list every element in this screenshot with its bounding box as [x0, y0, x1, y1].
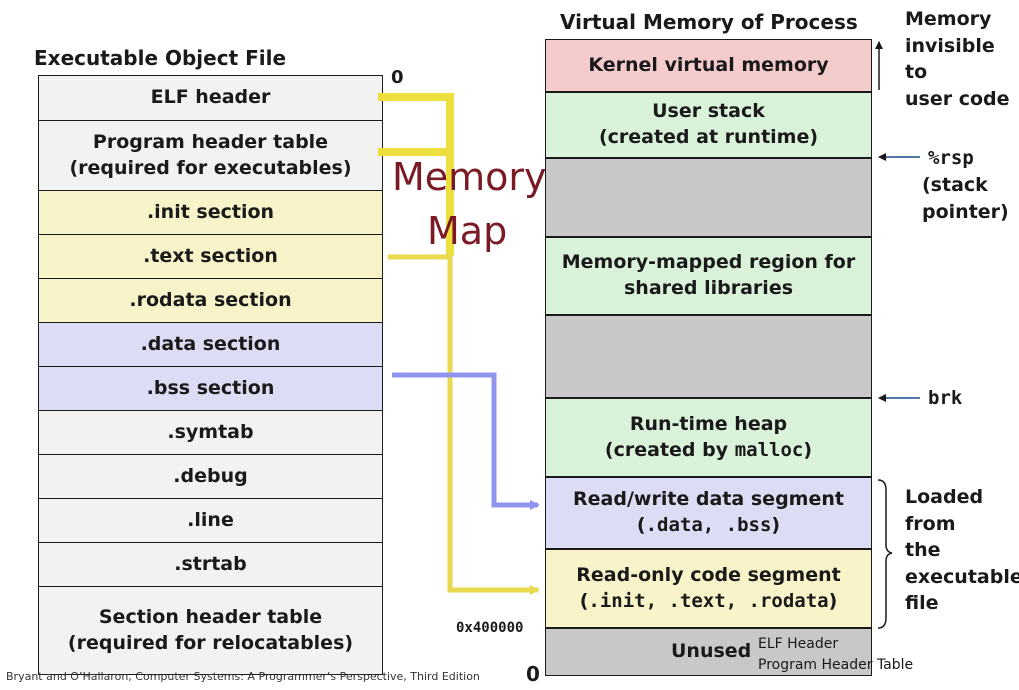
section-3: .text section: [38, 234, 383, 279]
kernel-invisible-note: Memory invisible to user code: [905, 8, 1010, 110]
rw-sublabel-prefix: (: [636, 514, 646, 536]
heap-sublabel: (created by malloc): [605, 438, 812, 464]
section-label: .debug: [173, 464, 248, 487]
text-to-code-arrow: [388, 254, 540, 595]
section-label: .data section: [140, 332, 281, 355]
section-label: .symtab: [167, 420, 254, 443]
kernel-virtual-memory: Kernel virtual memory: [545, 39, 872, 92]
ro-sections-code: .init, .text, .rodata: [588, 589, 829, 612]
memory-map-label-line1: Memory: [392, 155, 547, 199]
user-stack-region: User stack (created at runtime): [545, 92, 872, 158]
read-write-data-segment: Read/write data segment (.data, .bss): [545, 477, 872, 549]
section-label: .rodata section: [129, 288, 292, 311]
section-label: .bss section: [146, 376, 275, 399]
section-label: .text section: [143, 244, 278, 267]
rsp-register-label: %rsp: [928, 147, 974, 169]
rw-sublabel-suffix: ): [771, 514, 781, 536]
kernel-label: Kernel virtual memory: [588, 53, 829, 76]
section-0: ELF header: [38, 75, 383, 121]
section-label: .strtab: [174, 552, 247, 575]
loaded-brace: [877, 479, 893, 629]
section-label: .init section: [146, 200, 275, 223]
unused-region: Unused: [545, 628, 872, 676]
rw-sections-code: .data, .bss: [645, 514, 772, 536]
brk-label: brk: [928, 387, 963, 409]
annotation-elf-header: ELF Header: [758, 636, 839, 652]
section-label: Program header table (required for execu…: [69, 130, 352, 179]
rw-segment-label: Read/write data segment: [573, 488, 844, 511]
loaded-from-executable-note: Loaded from the executable file: [905, 486, 1019, 615]
bss-to-data-arrow: [392, 372, 540, 510]
rw-segment-sublabel: (.data, .bss): [637, 513, 780, 539]
section-label: .line: [187, 508, 234, 531]
stack-pointer-note: (stack pointer): [922, 174, 1009, 223]
shared-libraries-label: Memory-mapped region for shared librarie…: [561, 251, 856, 299]
memory-map-label-line2: Map: [427, 209, 508, 253]
read-only-code-segment: Read-only code segment (.init, .text, .r…: [545, 549, 872, 628]
address-zero: 0: [526, 662, 540, 686]
elf-annotation: ELF Header Program Header Table: [758, 634, 913, 676]
section-1: Program header table (required for execu…: [38, 120, 383, 191]
virtual-memory-title: Virtual Memory of Process: [560, 10, 858, 34]
heap-gap-region: [545, 315, 872, 398]
heap-sublabel-prefix: (created by: [604, 438, 735, 461]
shared-libraries-region: Memory-mapped region for shared librarie…: [545, 237, 872, 315]
stack-gap-region: [545, 158, 872, 237]
section-9: .line: [38, 498, 383, 543]
heap-sublabel-suffix: ): [803, 438, 813, 461]
runtime-heap-region: Run-time heap (created by malloc): [545, 398, 872, 477]
offset-zero-label: 0: [391, 67, 404, 88]
elf-header-highlight-frame: [378, 93, 454, 256]
section-label: Section header table (required for reloc…: [67, 605, 354, 654]
heap-label: Run-time heap: [629, 412, 788, 435]
address-0x400000: 0x400000: [456, 620, 524, 636]
annotation-program-header-table: Program Header Table: [758, 657, 914, 673]
ro-segment-label: Read-only code segment: [576, 563, 841, 586]
section-10: .strtab: [38, 542, 383, 587]
section-8: .debug: [38, 454, 383, 499]
user-stack-label: User stack (created at runtime): [598, 100, 819, 148]
source-caption: Bryant and O’Hallaron, Computer Systems:…: [6, 670, 480, 683]
ro-sublabel-prefix: (: [579, 589, 589, 612]
ro-sublabel-suffix: ): [828, 589, 838, 612]
section-label: ELF header: [150, 86, 271, 109]
section-4: .rodata section: [38, 278, 383, 323]
unused-label: Unused: [671, 640, 752, 663]
section-11: Section header table (required for reloc…: [38, 586, 383, 675]
ro-segment-sublabel: (.init, .text, .rodata): [580, 589, 838, 615]
heap-malloc-code: malloc: [734, 438, 804, 461]
section-7: .symtab: [38, 410, 383, 455]
executable-file-title: Executable Object File: [34, 46, 287, 70]
